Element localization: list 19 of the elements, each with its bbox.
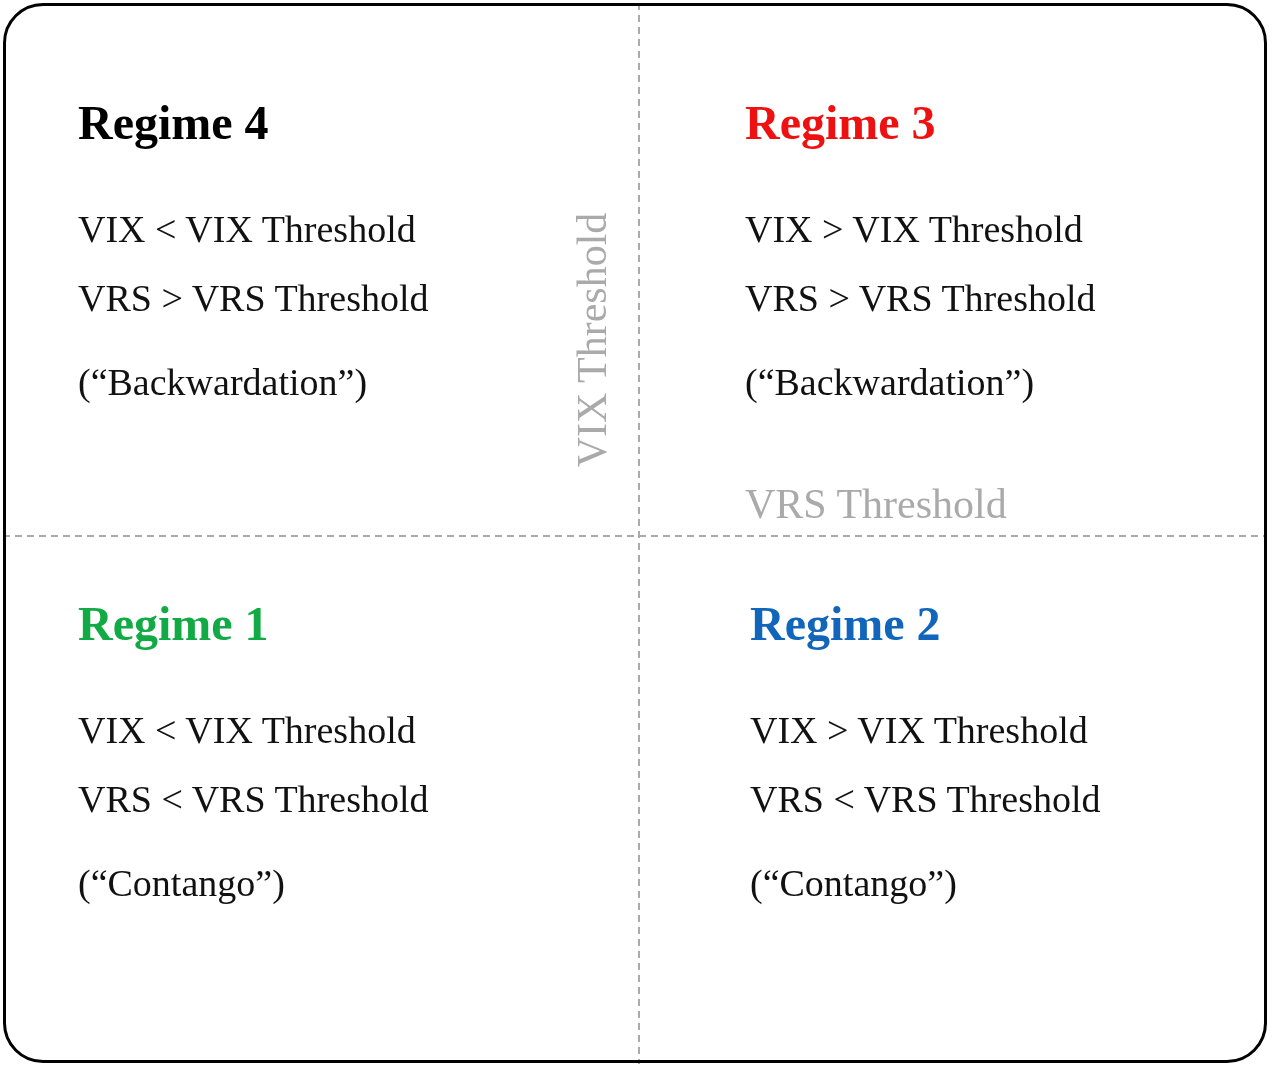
regime-heading: Regime 3	[745, 95, 936, 150]
threshold-label: VRS Threshold	[745, 480, 1007, 528]
regime-condition: VIX < VIX Threshold	[78, 708, 416, 752]
regime-condition: VRS > VRS Threshold	[78, 276, 429, 320]
regime-note: (“Backwardation”)	[745, 360, 1035, 404]
regime-note: (“Contango”)	[78, 861, 285, 905]
regime-note: (“Backwardation”)	[78, 360, 368, 404]
regime-condition: VRS > VRS Threshold	[745, 276, 1096, 320]
regime-condition: VRS < VRS Threshold	[750, 777, 1101, 821]
regime-condition: VRS < VRS Threshold	[78, 777, 429, 821]
regime-heading: Regime 4	[78, 95, 269, 150]
regime-heading: Regime 2	[750, 596, 941, 651]
regime-condition: VIX < VIX Threshold	[78, 207, 416, 251]
diagram-frame	[3, 3, 1267, 1063]
regime-heading: Regime 1	[78, 596, 269, 651]
regime-condition: VIX > VIX Threshold	[745, 207, 1083, 251]
threshold-label: VIX Threshold	[568, 212, 616, 468]
regime-note: (“Contango”)	[750, 861, 957, 905]
regime-condition: VIX > VIX Threshold	[750, 708, 1088, 752]
